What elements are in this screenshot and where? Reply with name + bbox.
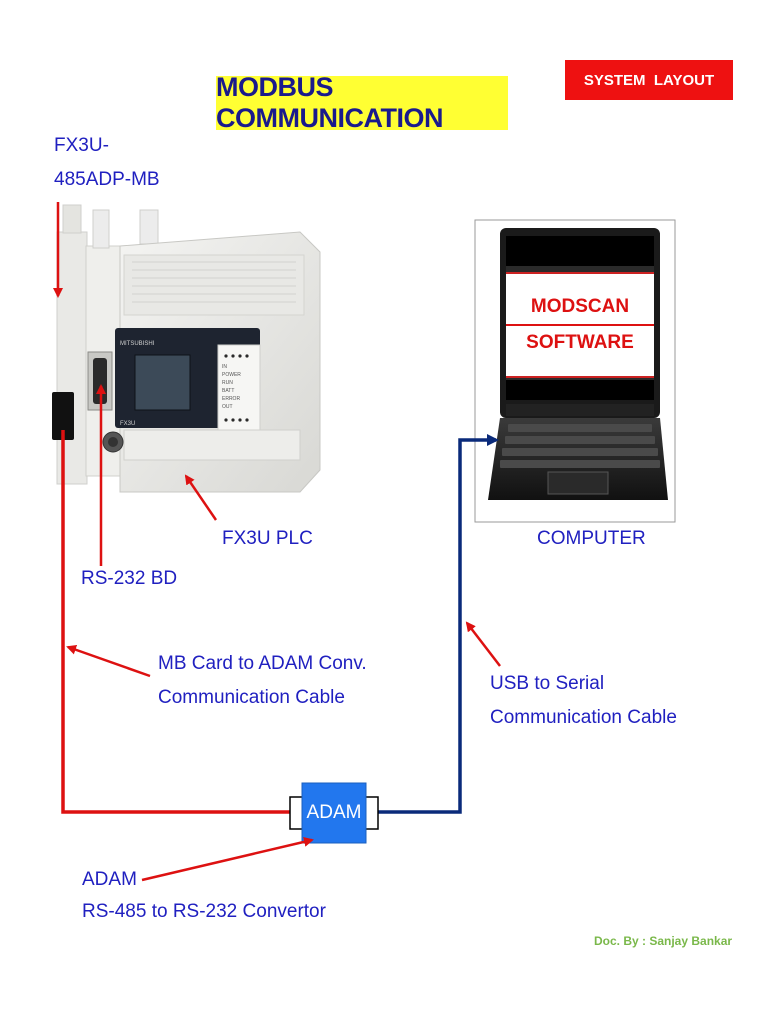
pointer-arrows (53, 202, 501, 882)
plc-image (52, 204, 321, 493)
title-banner: MODBUS COMMUNICATION (216, 72, 508, 133)
adam-label-line-1: ADAM (82, 869, 137, 890)
led-label: OUT (222, 404, 233, 410)
doc-author: Doc. By : Sanjay Bankar (594, 934, 733, 948)
mb-cable-label: MB Card to ADAM Conv. Communication Cabl… (158, 650, 367, 712)
adam-box-label: ADAM (306, 802, 362, 823)
plc-brand-text: MITSUBISHI (120, 341, 155, 347)
system-layout-badge: SYSTEM LAYOUT (565, 60, 733, 100)
usb-cable-label-line-1: USB to Serial (490, 673, 605, 694)
plc-model-text: FX3U (120, 421, 135, 427)
adam-converter-box (289, 782, 379, 844)
laptop-screen-label: MODSCAN SOFTWARE (506, 272, 654, 378)
adam-label: ADAM RS-485 to RS-232 Convertor (82, 866, 326, 926)
led-label: IN (222, 364, 227, 370)
screen-line-1: MODSCAN (530, 296, 630, 317)
plc-label: FX3U PLC (222, 528, 313, 549)
adp-label-line-1: FX3U- (54, 135, 109, 156)
adp-label: FX3U- 485ADP-MB (54, 132, 160, 194)
led-label: RUN (222, 380, 233, 386)
led-label: POWER (222, 372, 241, 378)
plc-led-labels: IN POWER RUN BATT ERROR OUT (222, 364, 241, 410)
screen-line-2: SOFTWARE (526, 332, 634, 353)
mb-cable-label-line-1: MB Card to ADAM Conv. (158, 653, 367, 674)
usb-cable-label-line-2: Communication Cable (490, 707, 677, 728)
page-title: MODBUS COMMUNICATION (216, 72, 443, 133)
adam-label-line-2: RS-485 to RS-232 Convertor (82, 901, 326, 922)
red-cable (61, 430, 290, 814)
computer-label: COMPUTER (537, 528, 646, 549)
screen-divider (506, 324, 654, 326)
adp-label-line-2: 485ADP-MB (54, 169, 160, 190)
rs232-label: RS-232 BD (81, 568, 178, 589)
usb-cable-label: USB to Serial Communication Cable (490, 670, 677, 732)
led-label: ERROR (222, 396, 240, 402)
blue-cable (376, 434, 499, 814)
badge-label: SYSTEM LAYOUT (583, 71, 715, 89)
mb-cable-label-line-2: Communication Cable (158, 687, 345, 708)
led-label: BATT (222, 388, 234, 394)
